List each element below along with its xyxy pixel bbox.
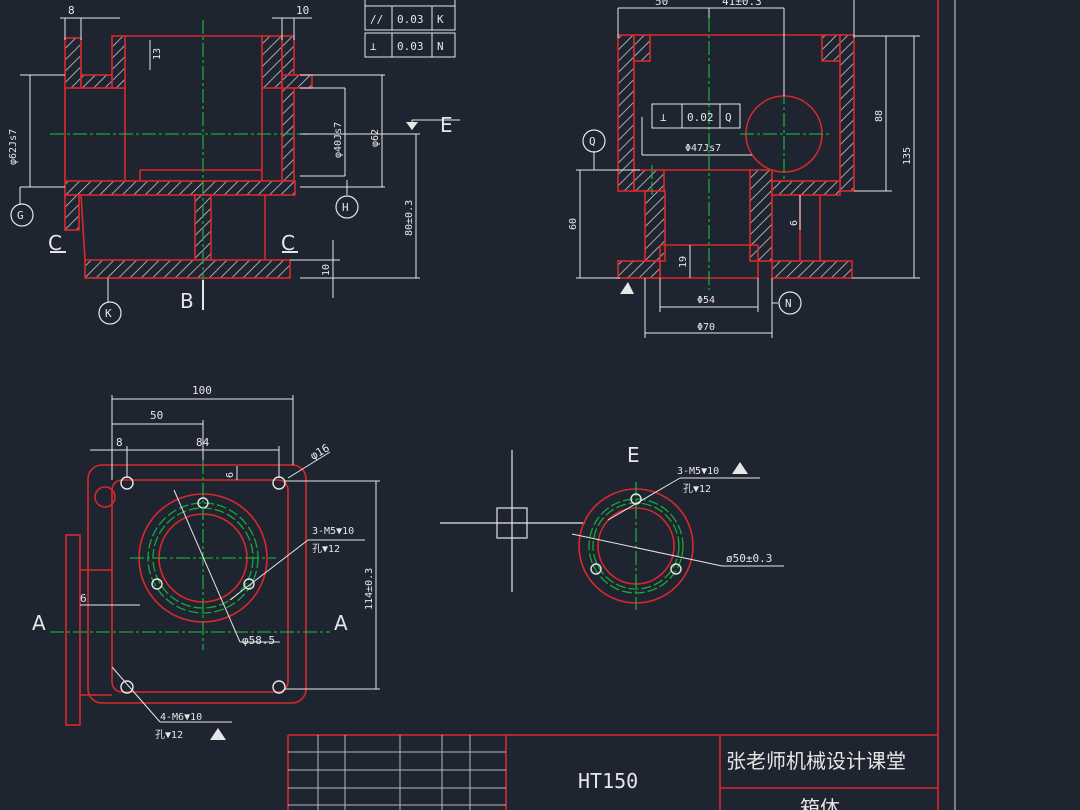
section-c-left: C: [48, 231, 62, 255]
top-callout-m6-line2: 孔▼12: [155, 729, 183, 741]
tol2-value: 0.03: [397, 40, 424, 53]
top-dim-114: 114±0.3: [364, 568, 375, 610]
top-dim-6b: 6: [80, 592, 87, 605]
side-dim-41: 41±0.3: [722, 0, 762, 8]
top-dim-84: 84: [196, 436, 210, 449]
title-block: HT150 张老师机械设计课堂 箱体: [287, 734, 938, 810]
top-dim-8: 8: [116, 436, 123, 449]
datum-g: G: [17, 209, 24, 222]
view-e-arrow: [406, 122, 418, 130]
side-tol-datum: Q: [725, 111, 732, 124]
front-centerlines: [50, 20, 310, 280]
dim-13: 13: [152, 48, 163, 60]
top-dim-phi16: φ16: [308, 441, 332, 462]
dim-phi40js7: φ40Js7: [333, 122, 344, 158]
side-dimension-texts: 50 41±0.3 88 135 60 6 19 Φ47Js7 Φ54 Φ70: [568, 0, 913, 333]
front-section-view: 8 10 13 φ62Js7 φ40Js7 φ62 80±0.3 10 // 0…: [8, 0, 460, 325]
datum-n: N: [785, 297, 792, 310]
tol1-datum: K: [437, 13, 444, 26]
top-dim-phi58: φ58.5: [242, 634, 275, 647]
view-e-dia: ø50±0.3: [726, 552, 772, 565]
top-view-dimension-texts: 100 50 8 84 6 φ16 114±0.3 6 φ58.5 3-M5▼1…: [80, 384, 375, 741]
drawing-frame: [937, 0, 956, 810]
side-dim-50: 50: [655, 0, 668, 8]
datum-k: K: [105, 307, 112, 320]
dim-10-top: 10: [296, 4, 309, 17]
section-a-left: A: [32, 611, 46, 635]
top-view-datum-triangle: [210, 728, 226, 740]
side-tolerance-frame: [651, 103, 741, 129]
title-block-company: 张老师机械设计课堂: [726, 749, 906, 773]
dim-80: 80±0.3: [404, 200, 415, 236]
top-callout-m5-line2: 孔▼12: [312, 543, 340, 555]
front-dimension-texts: 8 10 13 φ62Js7 φ40Js7 φ62 80±0.3 10: [8, 4, 415, 276]
side-dim-phi54: Φ54: [697, 295, 715, 306]
dim-phi62: φ62: [370, 129, 381, 147]
top-dim-100: 100: [192, 384, 212, 397]
side-dim-135: 135: [902, 147, 913, 165]
side-tol-value: 0.02: [687, 111, 714, 124]
section-b-label: B: [180, 289, 194, 313]
top-view-dimension-lines: [80, 395, 380, 723]
dim-phi62js7: φ62Js7: [8, 129, 19, 165]
view-e-callout-line2: 孔▼12: [683, 483, 711, 495]
tol1-symbol: //: [370, 13, 383, 26]
side-dim-88: 88: [874, 110, 885, 122]
side-datum-triangle: [620, 282, 634, 294]
datum-h: H: [342, 201, 349, 214]
side-tol-symbol: ⊥: [660, 111, 667, 124]
dim-10-bottom: 10: [321, 264, 332, 276]
top-view: 100 50 8 84 6 φ16 114±0.3 6 φ58.5 3-M5▼1…: [32, 384, 380, 741]
section-a-right: A: [334, 611, 348, 635]
side-dim-bore: Φ47Js7: [685, 143, 721, 154]
top-callout-m5-line1: 3-M5▼10: [312, 526, 354, 537]
section-c-right: C: [281, 231, 295, 255]
datum-q: Q: [589, 135, 596, 148]
view-e-symbol: [440, 450, 585, 592]
view-e-datum-triangle: [732, 462, 748, 474]
tol1-value: 0.03: [397, 13, 424, 26]
view-e-callout-line1: 3-M5▼10: [677, 466, 719, 477]
dim-8: 8: [68, 4, 75, 17]
side-section-outline: [650, 34, 823, 279]
top-view-outline: [65, 464, 307, 726]
title-block-material: HT150: [578, 769, 638, 793]
front-tolerance-frames: [364, 0, 456, 58]
tol2-datum: N: [437, 40, 444, 53]
tol2-symbol: ⊥: [370, 40, 377, 53]
side-dimension-lines: [576, 0, 920, 338]
title-block-part-name: 箱体: [800, 796, 840, 810]
view-e-title: E: [627, 443, 640, 467]
side-datum-circles: [582, 129, 802, 315]
view-e-holes: [590, 493, 682, 575]
side-section-view: 50 41±0.3 88 135 60 6 19 Φ47Js7 Φ54 Φ70 …: [568, 0, 920, 338]
view-e: E 3-M5▼10 孔▼12 ø50±0.3: [440, 443, 784, 610]
top-dim-50: 50: [150, 409, 163, 422]
side-dim-19: 19: [678, 256, 689, 268]
side-dim-6: 6: [789, 220, 800, 226]
view-e-leaders: [571, 477, 784, 567]
front-datum-circles: [10, 195, 359, 325]
top-callout-m6-line1: 4-M6▼10: [160, 712, 202, 723]
side-section-hatch: [617, 34, 855, 279]
front-section-hatch: [64, 35, 313, 279]
side-dim-60: 60: [568, 218, 579, 230]
top-dim-6a: 6: [225, 472, 236, 478]
side-dim-phi70: Φ70: [697, 322, 715, 333]
front-section-outline: [64, 35, 266, 261]
side-centerlines: [651, 18, 830, 290]
view-e-marker: E: [440, 113, 453, 137]
